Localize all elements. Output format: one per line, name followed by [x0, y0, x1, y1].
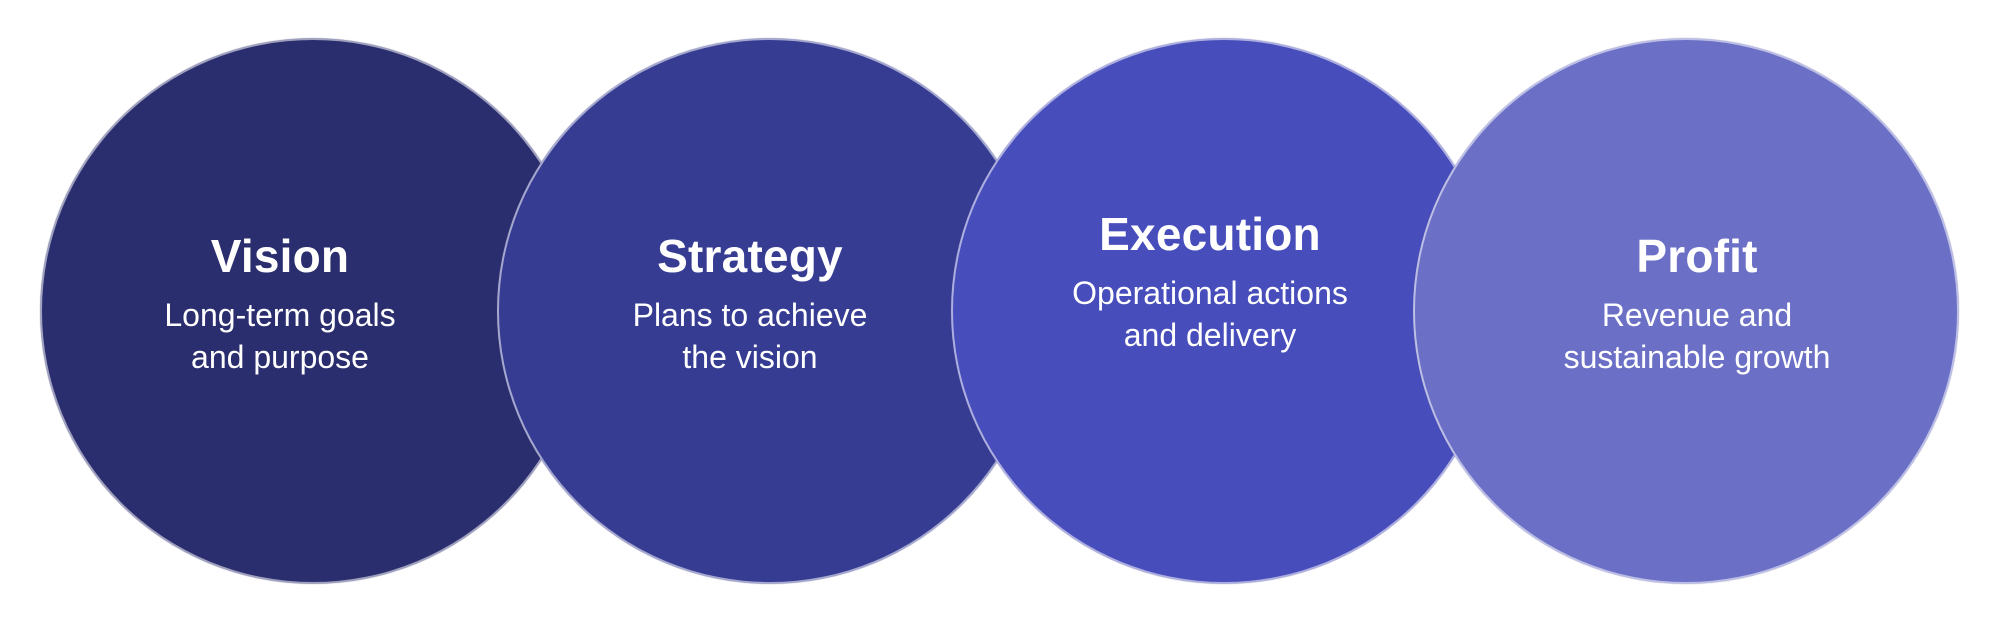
strategy-title: Strategy: [657, 230, 843, 282]
vision-description-line-2: and purpose: [191, 339, 369, 375]
execution-label: Execution Operational actions and delive…: [1000, 206, 1420, 356]
vision-description: Long-term goals and purpose: [70, 294, 490, 378]
vision-description-line-1: Long-term goals: [164, 297, 396, 333]
vision-title: Vision: [210, 230, 350, 282]
execution-description-line-2: and delivery: [1123, 317, 1297, 353]
execution-title: Execution: [1099, 208, 1321, 260]
strategy-description: Plans to achieve the vision: [540, 294, 960, 378]
profit-label: Profit Revenue and sustainable growth: [1487, 228, 1907, 378]
profit-title: Profit: [1636, 230, 1758, 282]
profit-description-line-1: Revenue and: [1601, 297, 1793, 333]
strategy-description-line-2: the vision: [682, 339, 818, 375]
strategy-label: Strategy Plans to achieve the vision: [540, 228, 960, 378]
execution-description-line-1: Operational actions: [1072, 275, 1348, 311]
execution-description: Operational actions and delivery: [1000, 272, 1420, 356]
strategy-description-line-1: Plans to achieve: [632, 297, 868, 333]
vision-label: Vision Long-term goals and purpose: [70, 228, 490, 378]
profit-circle: [1413, 38, 1959, 584]
execution-circle: [951, 38, 1497, 584]
profit-description: Revenue and sustainable growth: [1487, 294, 1907, 378]
profit-description-line-2: sustainable growth: [1563, 339, 1831, 375]
vision-circle: [40, 38, 586, 584]
